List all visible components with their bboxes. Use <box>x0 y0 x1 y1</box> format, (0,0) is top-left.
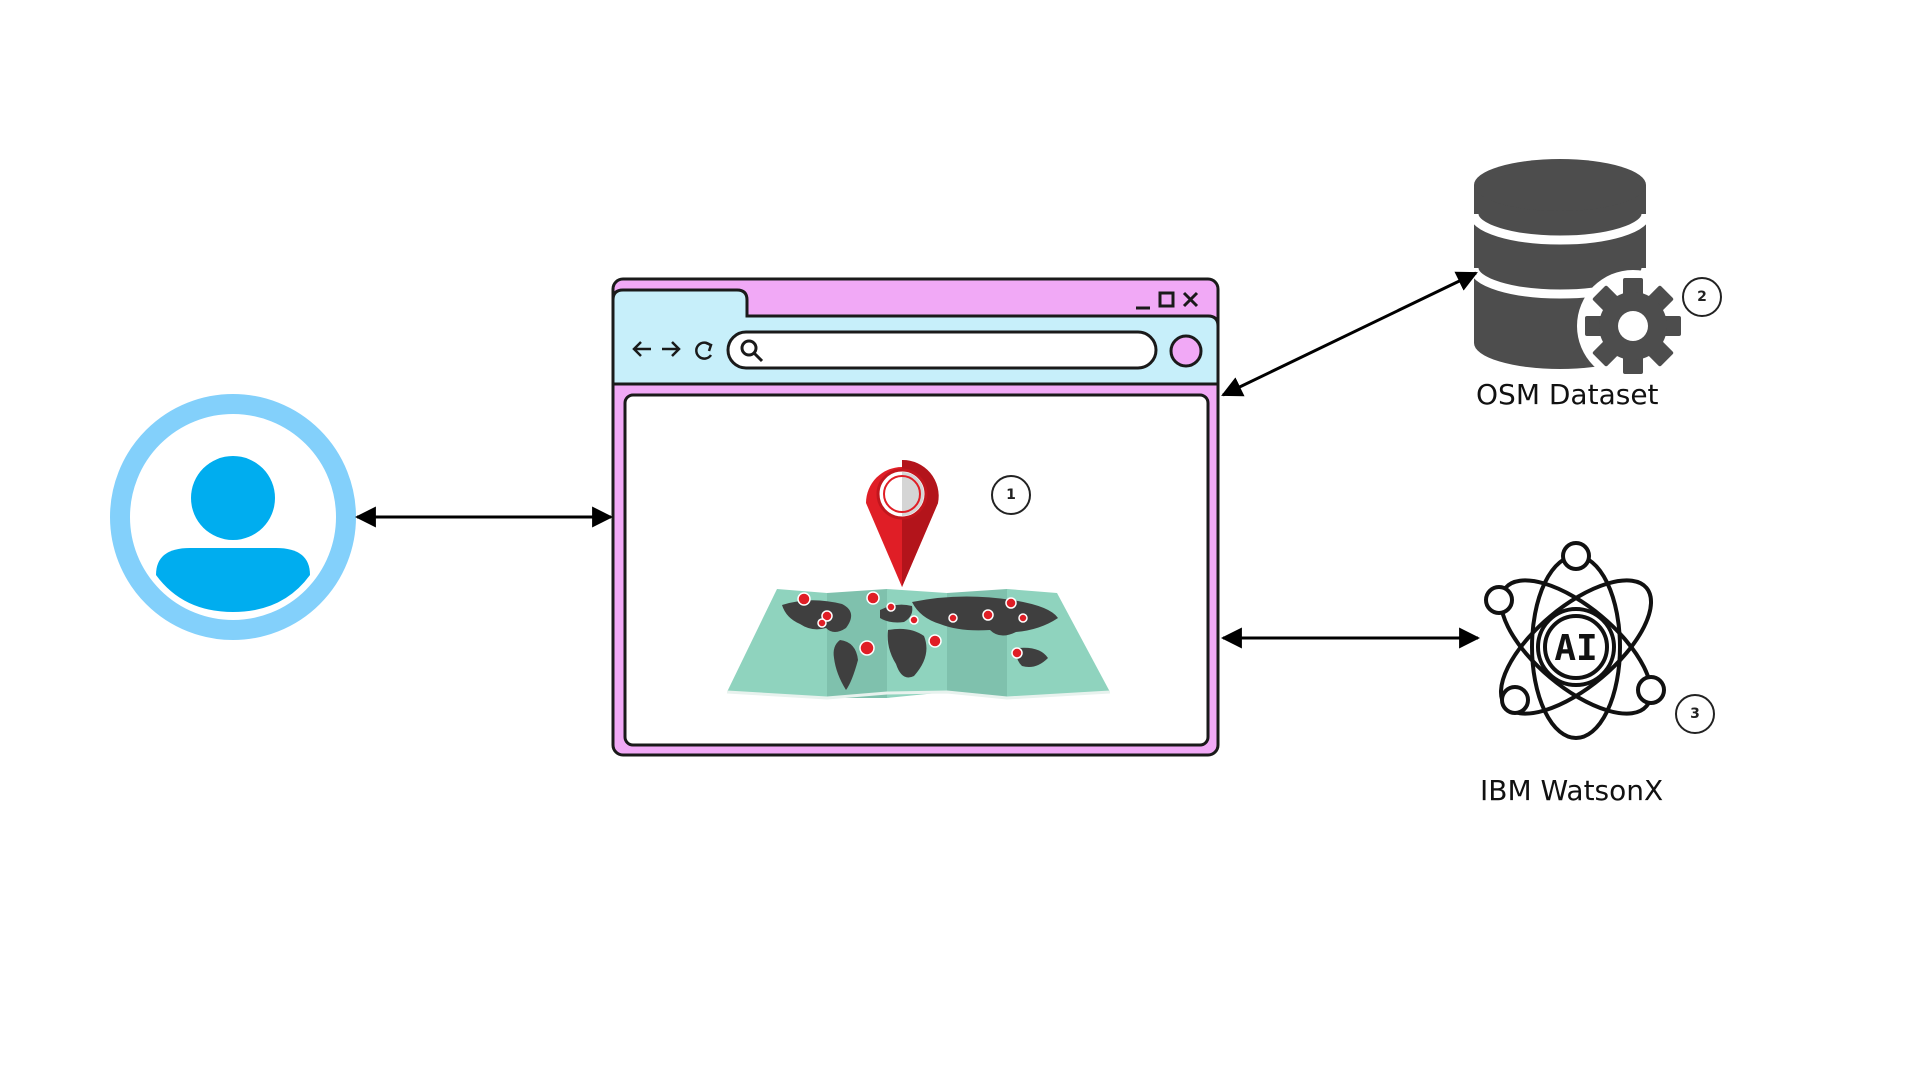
osm-dataset-label: OSM Dataset <box>1476 378 1659 411</box>
step-badge-1: 1 <box>991 475 1031 515</box>
ai-text: AI <box>1554 628 1597 669</box>
ai-atom-icon: AI <box>1484 541 1666 740</box>
ibm-watsonx-label: IBM WatsonX <box>1480 774 1664 807</box>
search-icon <box>740 339 764 363</box>
browser-window-icon <box>611 277 1220 757</box>
step-badge-3: 3 <box>1675 694 1715 734</box>
world-map-icon <box>726 589 1111 700</box>
arrow-browser-osm <box>1221 271 1478 397</box>
step-badge-2: 2 <box>1682 277 1722 317</box>
nav-arrows-icon <box>632 341 713 360</box>
user-avatar-icon <box>110 394 356 640</box>
address-bar <box>726 330 1158 370</box>
window-controls <box>1136 291 1199 310</box>
database-gear-icon <box>1469 159 1689 382</box>
location-pin-icon <box>866 459 939 587</box>
browser-menu-dot <box>1169 334 1203 368</box>
